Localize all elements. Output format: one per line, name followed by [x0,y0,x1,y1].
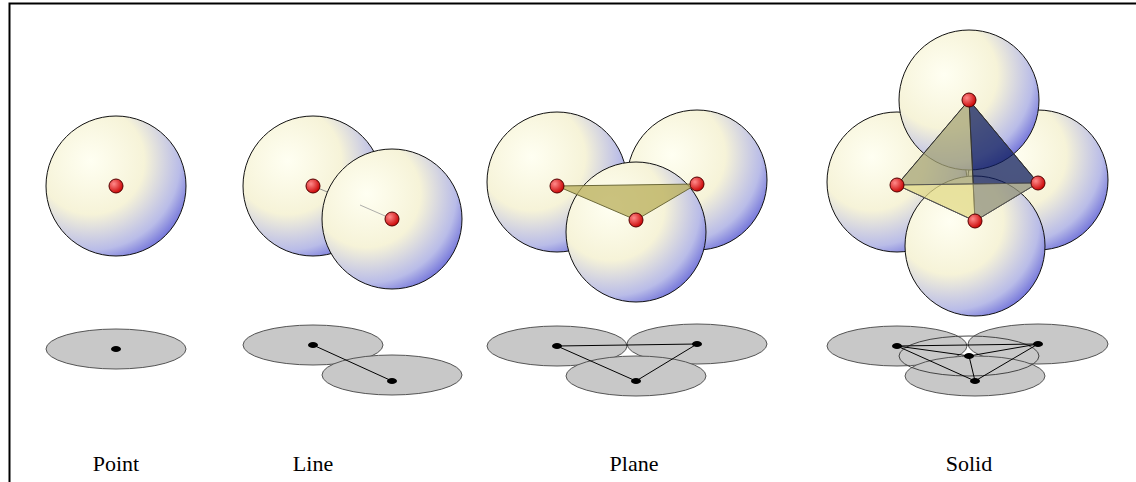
frame [10,4,1136,482]
point-sphere [46,116,186,369]
line-spheres [243,116,462,395]
shape-label: Line [293,452,333,476]
shape-label: Point [93,452,139,476]
plane-spheres [487,110,767,396]
shape-label: Solid [946,452,992,476]
shape-label: Plane [610,452,659,476]
solid-spheres [827,30,1108,396]
